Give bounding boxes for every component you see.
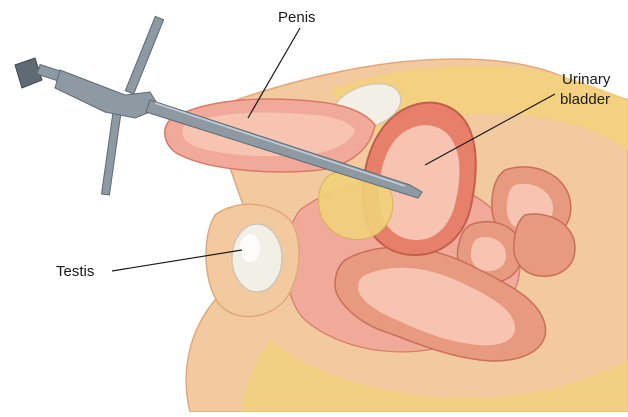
label-testis: Testis <box>56 263 94 280</box>
testis-shape <box>232 224 282 292</box>
label-urinary-bladder-line1: Urinary <box>562 71 611 88</box>
label-urinary-bladder-line2: bladder <box>560 91 610 108</box>
testis-highlight <box>240 234 260 262</box>
label-penis: Penis <box>278 9 316 26</box>
instrument-body <box>55 70 160 118</box>
handle-top <box>125 16 163 94</box>
